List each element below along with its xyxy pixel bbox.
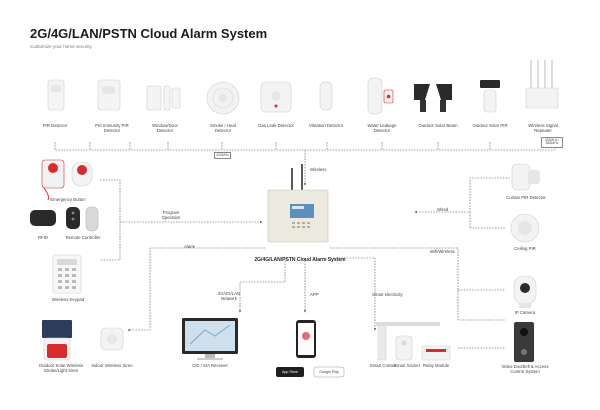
window-door-label: Window/Door Detector xyxy=(152,123,178,133)
solar-pir-device xyxy=(480,80,500,113)
relay-module-label: Relay Module xyxy=(422,363,450,368)
alarm-link-label: Alarm xyxy=(184,244,196,249)
window-door-device xyxy=(146,85,181,111)
solar-pir-label: Outdoor Solar PIR xyxy=(472,123,508,128)
app-store-text[interactable]: App Store xyxy=(282,369,298,374)
smoke-detector-device xyxy=(206,81,240,115)
rfid-label: RFID xyxy=(37,235,49,240)
wireless-link-label: Wireless xyxy=(310,167,327,172)
ceiling-pir-label: Ceiling PIR xyxy=(514,246,536,251)
indoor-siren-label: Indoor Wireless Siren xyxy=(91,363,133,368)
wired-link-label: Wired xyxy=(437,207,449,212)
indoor-siren-device xyxy=(100,327,124,351)
water-leakage-device xyxy=(367,77,394,115)
ip-camera-label: IP Camera xyxy=(514,310,536,315)
gas-leak-label: Gas Leak Detector xyxy=(258,123,294,128)
curtain-pir-label: Curtain PIR Detector xyxy=(506,195,546,200)
alarm-line xyxy=(127,247,265,332)
google-play-badge xyxy=(313,366,345,378)
video-doorbell-device xyxy=(514,322,534,362)
program-link-label: Program Operation xyxy=(161,210,181,220)
rfid-device xyxy=(30,210,56,226)
water-leakage-label: Water Leakage Detector xyxy=(367,123,397,133)
solar-beam-device xyxy=(414,84,452,112)
gas-detector-device xyxy=(260,81,292,113)
central-alarm-panel xyxy=(267,164,329,243)
remote-controller-label: Remote Controller xyxy=(65,235,101,240)
signal-repeater-device xyxy=(525,60,559,109)
vibration-detector-device xyxy=(319,81,333,111)
central-panel-label: 2G/4G/LAN/PSTN Cloud Alarm System xyxy=(254,257,346,263)
emergency-button-label: Emergency Button xyxy=(50,197,86,202)
smart-socket-device xyxy=(395,335,413,361)
wifi-link-label: Wifi/Wireless xyxy=(430,249,455,254)
google-play-text[interactable]: Google Play xyxy=(319,369,339,374)
pet-pir-device xyxy=(97,79,121,111)
network-line xyxy=(238,258,286,313)
network-link-label: 2G/4G/LAN Network xyxy=(217,291,241,301)
remote-controller-device xyxy=(66,206,99,232)
frequency-badge-right: 433MHz / 868MHz xyxy=(541,137,563,148)
app-link-label: APP xyxy=(310,292,319,297)
solar-beam-label: Outdoor Solar Beam xyxy=(418,123,458,128)
vibration-label: Vibration Detector xyxy=(308,123,344,128)
outdoor-siren-label: Outdoor Solar Wireless Strobe/Light Sire… xyxy=(38,363,84,373)
pet-pir-label: Pet Immunity PIR Detector xyxy=(95,123,129,133)
repeater-label: Wireless Signal Repeater xyxy=(528,123,558,133)
wifi-line xyxy=(330,247,505,321)
app-store-badge xyxy=(276,367,304,377)
smart-curtain-label: Smart Curtain xyxy=(369,363,397,368)
ceiling-pir-device xyxy=(510,213,540,243)
smoke-heat-label: Smoke / Heat Detector xyxy=(209,123,237,133)
wireless-keypad-device xyxy=(52,254,82,294)
smart-link-label: Smart electricity xyxy=(372,292,403,297)
smart-socket-label: Smart Socket xyxy=(394,363,420,368)
ip-camera-device xyxy=(513,275,537,308)
phone-device xyxy=(296,320,316,358)
wired-line xyxy=(414,177,510,214)
page-title: 2G/4G/LAN/PSTN Cloud Alarm System xyxy=(30,26,268,41)
wireless-keypad-label: Wireless Keypad xyxy=(51,297,85,302)
pir-detector-device xyxy=(47,79,65,111)
curtain-pir-device xyxy=(511,163,540,191)
frequency-badge-left: 433MHz xyxy=(214,152,232,159)
video-doorbell-label: Video Doorbell & Access Control System xyxy=(501,364,549,374)
cid-receiver-device xyxy=(182,318,238,360)
page-subtitle: Customize your home security xyxy=(30,44,92,49)
outdoor-siren-device xyxy=(42,320,72,361)
left-group-line xyxy=(100,179,121,261)
pir-detector-label: PIR Detector xyxy=(42,123,68,128)
top-bus-drops xyxy=(89,142,491,150)
relay-module-device xyxy=(421,345,451,361)
smart-curtain-device xyxy=(376,322,440,361)
cid-receiver-label: CID / SIA Receiver xyxy=(192,363,228,368)
emergency-button-device xyxy=(41,159,93,201)
smart-line xyxy=(330,257,377,331)
